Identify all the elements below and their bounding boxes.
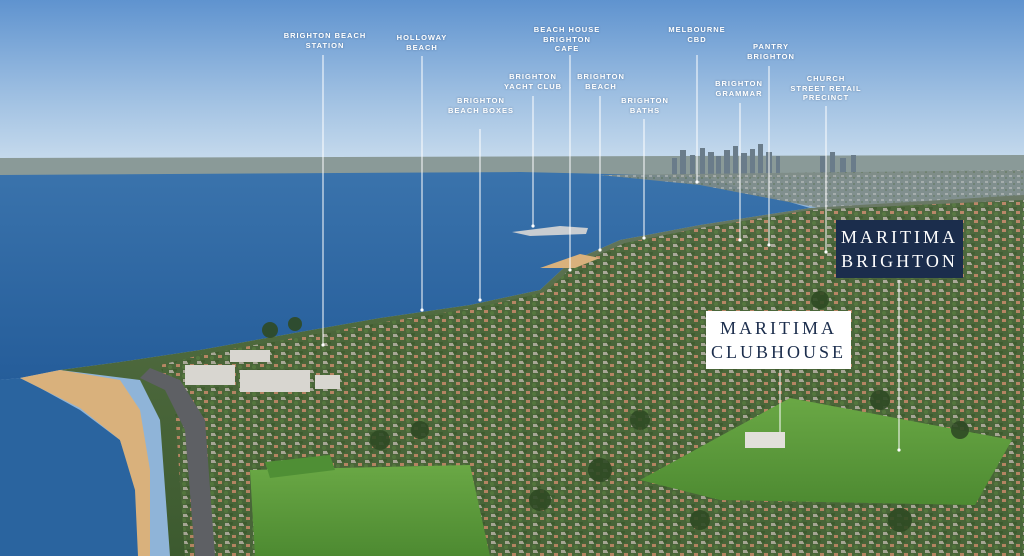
maritima-brighton-badge: MARITIMA BRIGHTON — [836, 220, 963, 278]
label-melbourne-cbd: MELBOURNE CBD — [668, 25, 726, 44]
label-brighton-beach-station: BRIGHTON BEACH STATION — [283, 31, 367, 50]
label-brighton-baths: BRIGHTON BATHS — [621, 96, 669, 115]
brighton-beach-sand — [20, 370, 150, 556]
maritima-grounds — [640, 398, 1012, 505]
label-holloway-beach: HOLLOWAY BEACH — [396, 33, 448, 52]
yacht-club-marina — [512, 226, 588, 236]
label-brighton-beach-boxes: BRIGHTON BEACH BOXES — [447, 96, 515, 115]
sports-oval — [250, 465, 490, 556]
beach-road — [140, 368, 215, 556]
label-brighton-yacht-club: BRIGHTON YACHT CLUB — [503, 72, 563, 91]
label-brighton-beach: BRIGHTON BEACH — [577, 72, 625, 91]
beachfront-buildings — [185, 350, 340, 392]
label-brighton-grammar: BRIGHTON GRAMMAR — [715, 79, 763, 98]
sky — [0, 0, 1024, 162]
port-phillip-bay — [0, 172, 810, 380]
leader-lines — [322, 55, 900, 450]
label-beach-house-brighton-cafe: BEACH HOUSE BRIGHTON CAFE — [533, 25, 601, 53]
label-pantry-brighton: PANTRY BRIGHTON — [747, 42, 795, 61]
maritima-clubhouse-badge: MARITIMA CLUBHOUSE — [706, 311, 851, 369]
label-church-street-retail-precinct: CHURCH STREET RETAIL PRECINCT — [790, 74, 862, 102]
